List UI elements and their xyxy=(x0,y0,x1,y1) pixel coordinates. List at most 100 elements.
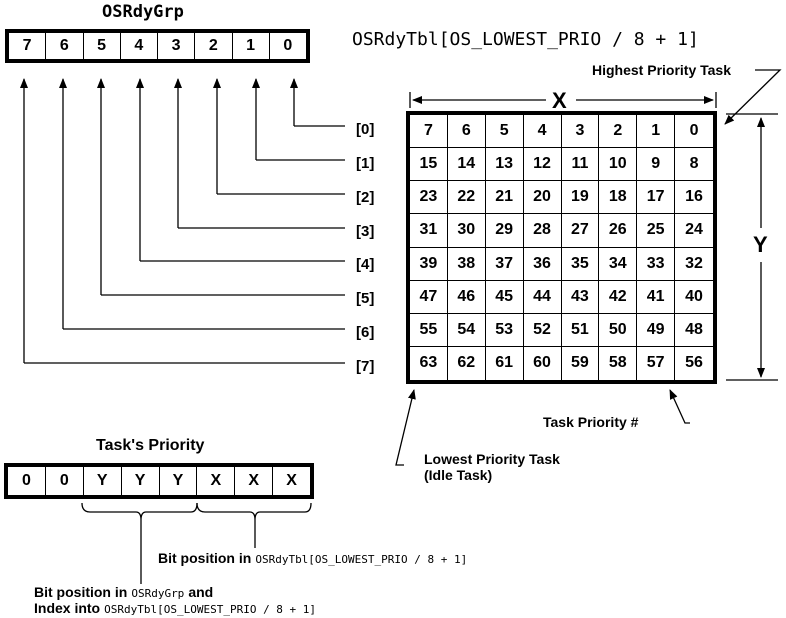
task-priority-number-label: Task Priority # xyxy=(543,414,639,430)
osrdytbl-cell: 4 xyxy=(523,115,562,149)
osrdytbl-cell: 2 xyxy=(599,115,638,149)
task-priority-bit: X xyxy=(286,472,297,489)
osrdytbl-cell: 20 xyxy=(523,181,562,215)
row-label: [5] xyxy=(356,290,375,307)
osrdytbl-cell: 8 xyxy=(675,148,713,182)
row-label: [1] xyxy=(356,155,375,172)
osrdytbl-cell: 10 xyxy=(599,148,638,182)
task-priority-bit: 0 xyxy=(46,467,84,495)
osrdygrp-bit: 1 xyxy=(233,33,270,59)
highest-priority-label: Highest Priority Task xyxy=(592,62,732,78)
task-priority-bit: Y xyxy=(84,467,122,495)
osrdytbl-cell: 32 xyxy=(675,248,713,281)
osrdytbl-cell: 17 xyxy=(637,181,676,215)
task-priority-bit: 0 xyxy=(8,467,46,495)
osrdytbl-cell: 49 xyxy=(637,313,676,347)
osrdytbl-cell: 12 xyxy=(523,148,562,182)
osrdytbl-cell: 5 xyxy=(485,115,524,149)
task-priority-bit: X xyxy=(235,467,274,495)
bit-position-tbl-caption: Bit position in OSRdyTbl[OS_LOWEST_PRIO … xyxy=(158,550,467,568)
row-label: [2] xyxy=(356,189,375,206)
osrdygrp-register: 7 6 5 4 3 2 1 0 xyxy=(5,29,310,63)
osrdytbl-cell: 52 xyxy=(523,313,562,347)
row-label: [6] xyxy=(356,324,375,341)
osrdytbl-cell: 34 xyxy=(599,247,638,281)
lowest-priority-arrow xyxy=(395,389,416,466)
lowest-priority-line2: (Idle Task) xyxy=(424,467,493,483)
osrdytbl-cell: 58 xyxy=(599,346,638,380)
osrdygrp-title: OSRdyGrp xyxy=(102,2,184,22)
caption-text: Bit position in xyxy=(34,584,128,600)
task-priority-bit: Y xyxy=(122,467,160,495)
osrdytbl-cell: 61 xyxy=(486,346,524,380)
osrdytbl-cell: 48 xyxy=(675,314,713,347)
osrdytbl-cell: 14 xyxy=(447,148,486,182)
osrdytbl-cell: 0 xyxy=(675,115,713,149)
osrdytbl-cell: 63 xyxy=(410,346,448,380)
caption-code: OSRdyGrp xyxy=(131,587,185,600)
bit-position-grp-caption: Bit position in OSRdyGrp and xyxy=(34,584,213,602)
lowest-priority-label: Lowest Priority Task (Idle Task) xyxy=(424,451,560,483)
osrdytbl-cell: 51 xyxy=(561,313,600,347)
brace-yyy xyxy=(81,502,198,521)
osrdytbl-cell: 24 xyxy=(675,214,713,248)
caption-text: Index into xyxy=(34,600,101,616)
row-label: [4] xyxy=(356,256,375,273)
osrdytbl-cell: 35 xyxy=(561,247,600,281)
index-into-caption: Index into OSRdyTbl[OS_LOWEST_PRIO / 8 +… xyxy=(34,600,316,618)
task-priority-bit: Y xyxy=(160,467,198,495)
caption-code: OSRdyTbl[OS_LOWEST_PRIO / 8 + 1] xyxy=(104,603,317,616)
task-priority-arrow xyxy=(669,389,690,424)
osrdytbl-cell: 46 xyxy=(447,280,486,314)
task-priority-register: 0 0 Y Y Y X X X xyxy=(4,463,314,499)
osrdytbl-cell: 31 xyxy=(410,214,448,248)
osrdytbl-cell: 62 xyxy=(448,346,486,380)
brace-xxx xyxy=(196,502,312,521)
osrdytbl-cell: 55 xyxy=(410,313,448,347)
osrdytbl-cell: 19 xyxy=(561,181,600,215)
osrdytbl-cell: 30 xyxy=(447,214,486,248)
osrdytbl-cell: 39 xyxy=(410,247,448,281)
osrdytbl-cell: 47 xyxy=(410,280,448,314)
osrdytbl-cell: 38 xyxy=(447,247,486,281)
osrdytbl-cell: 11 xyxy=(561,148,600,182)
osrdygrp-bit: 0 xyxy=(283,37,293,54)
osrdygrp-bit: 7 xyxy=(9,33,47,59)
osrdytbl-cell: 40 xyxy=(675,281,713,314)
osrdytbl-cell: 6 xyxy=(447,115,486,149)
caption-and: and xyxy=(188,584,214,600)
osrdytbl-cell: 56 xyxy=(685,354,703,372)
osrdytbl-cell: 15 xyxy=(410,148,448,182)
osrdytbl-cell: 16 xyxy=(675,181,713,215)
task-priority-bit: X xyxy=(197,467,236,495)
row-label: [0] xyxy=(356,121,375,138)
osrdytbl-cell: 54 xyxy=(447,313,486,347)
osrdytbl-cell: 53 xyxy=(485,313,524,347)
osrdytbl-cell: 13 xyxy=(485,148,524,182)
osrdytbl-cell: 60 xyxy=(524,346,562,380)
caption-code: OSRdyTbl[OS_LOWEST_PRIO / 8 + 1] xyxy=(255,553,468,566)
osrdytbl-cell: 7 xyxy=(410,115,448,149)
osrdytbl-cell: 1 xyxy=(637,115,676,149)
lowest-priority-line1: Lowest Priority Task xyxy=(424,451,560,467)
osrdytbl-cell: 21 xyxy=(485,181,524,215)
row-label: [3] xyxy=(356,223,375,240)
osrdytbl-cell: 36 xyxy=(523,247,562,281)
osrdytbl-cell: 33 xyxy=(637,247,676,281)
osrdytbl-cell: 44 xyxy=(523,280,562,314)
osrdytbl-cell: 50 xyxy=(599,313,638,347)
y-label: Y xyxy=(753,232,768,257)
osrdytbl-cell: 3 xyxy=(561,115,600,149)
caption-text: Bit position in xyxy=(158,550,252,566)
osrdytbl-cell: 45 xyxy=(485,280,524,314)
osrdytbl-cell: 28 xyxy=(523,214,562,248)
osrdytbl-cell: 18 xyxy=(599,181,638,215)
highest-priority-arrow xyxy=(724,69,782,125)
osrdytbl-cell: 42 xyxy=(599,280,638,314)
osrdytbl-cell: 41 xyxy=(637,280,676,314)
osrdytbl-cell: 59 xyxy=(562,346,600,380)
task-priority-title: Task's Priority xyxy=(96,437,205,454)
x-label: X xyxy=(552,88,567,113)
